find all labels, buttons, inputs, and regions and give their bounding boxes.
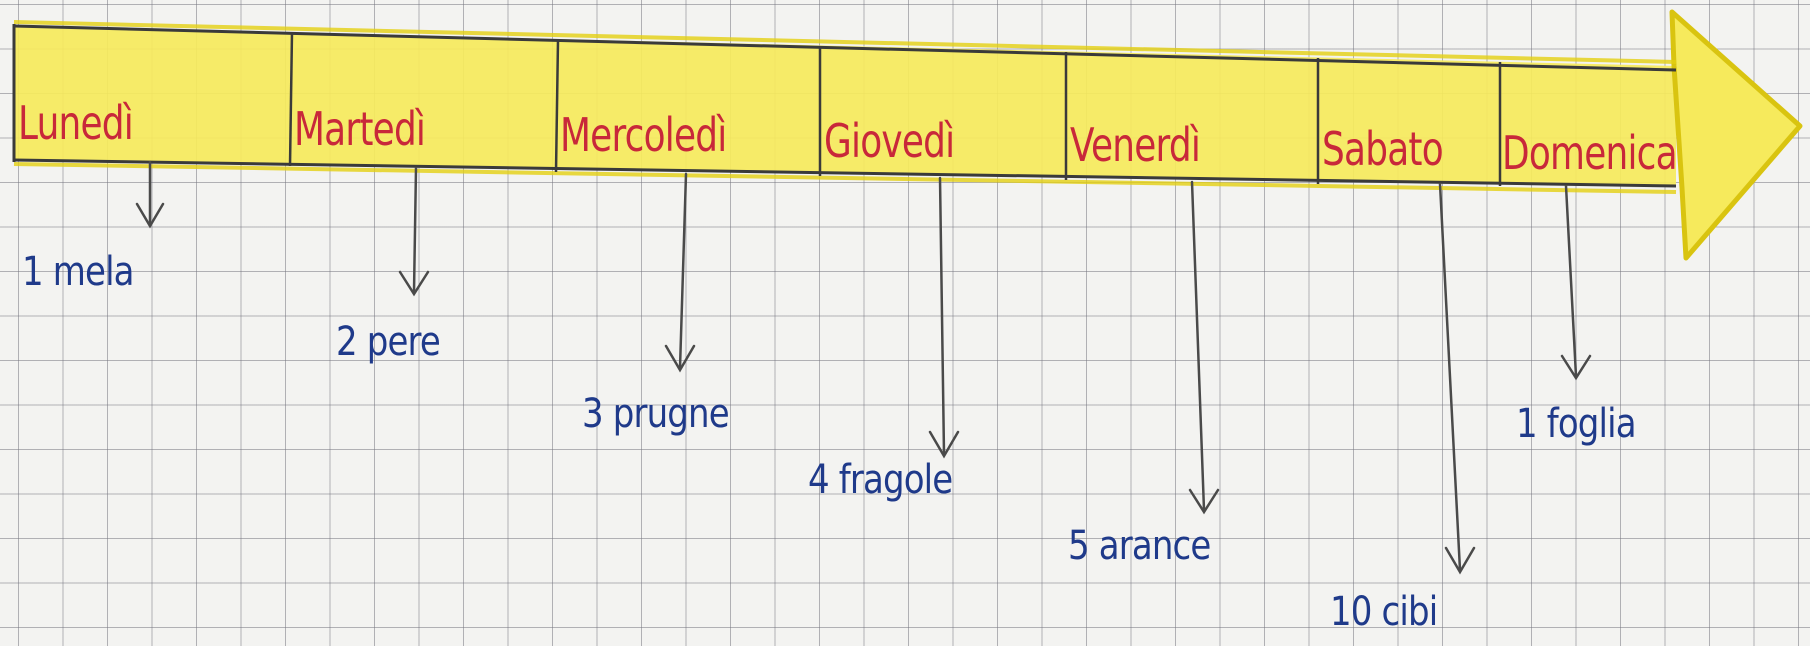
- arrow-giovedi: [928, 176, 960, 459]
- arrow-martedi: [398, 166, 430, 297]
- arrow-sabato: [1438, 182, 1476, 575]
- arrow-lunedi: [135, 160, 165, 229]
- timeline-highlight-top: [13, 20, 1677, 64]
- food-label-giovedi: 4 fragole: [808, 457, 953, 503]
- day-label-mercoledi: Mercoledì: [560, 108, 727, 162]
- day-label-venerdi: Venerdì: [1070, 118, 1201, 172]
- day-label-sabato: Sabato: [1322, 122, 1444, 176]
- day-label-martedi: Martedì: [294, 102, 426, 156]
- divider-1: [288, 31, 294, 167]
- day-label-lunedi: Lunedì: [18, 96, 134, 150]
- food-label-mercoledi: 3 prugne: [582, 391, 730, 437]
- food-label-sabato: 10 cibi: [1330, 589, 1438, 635]
- timeline-highlight-bottom: [13, 162, 1677, 194]
- timeline-arrowhead: [1669, 9, 1803, 261]
- arrow-mercoledi: [664, 172, 696, 373]
- food-label-venerdi: 5 arance: [1068, 523, 1211, 569]
- connector-arrows: [135, 160, 1592, 575]
- arrow-domenica: [1560, 184, 1592, 381]
- day-label-giovedi: Giovedì: [824, 114, 955, 168]
- day-dividers: [288, 31, 1502, 186]
- day-label-domenica: Domenica: [1502, 126, 1678, 180]
- food-label-domenica: 1 foglia: [1516, 401, 1637, 447]
- food-label-lunedi: 1 mela: [22, 249, 135, 295]
- divider-2: [554, 39, 560, 173]
- food-label-martedi: 2 pere: [336, 319, 441, 365]
- timeline-band: [14, 26, 1676, 186]
- arrow-venerdi: [1188, 180, 1220, 515]
